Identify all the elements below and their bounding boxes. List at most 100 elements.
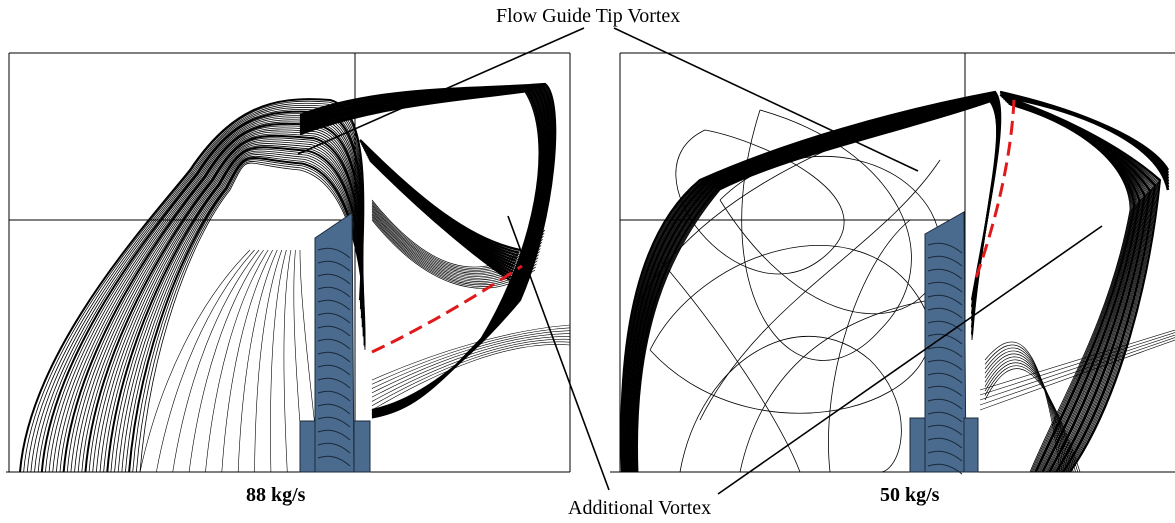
streamline [649, 245, 931, 414]
streamline [359, 139, 521, 252]
streamline [984, 362, 1076, 473]
left-streamline-bundle [19, 82, 571, 473]
streamline [139, 249, 251, 473]
leader-tip-vortex-right [613, 27, 919, 172]
left-vortex-core-line [371, 264, 523, 354]
streamline [371, 216, 537, 286]
streamline [371, 207, 542, 276]
blade-profile [317, 442, 351, 454]
streamline [371, 213, 539, 282]
streamline [984, 350, 1068, 473]
annotation-leader-lines [297, 27, 1103, 495]
streamline [371, 344, 571, 411]
blade-profile [927, 242, 963, 254]
right-panel-50 [610, 52, 1175, 475]
blade-profile [927, 346, 963, 358]
streamline [70, 127, 364, 473]
streamline [979, 329, 1175, 391]
streamline [237, 249, 278, 473]
streamline [92, 139, 364, 473]
streamline [371, 218, 536, 287]
streamline [34, 107, 364, 473]
blade-profile [927, 372, 963, 384]
streamline [74, 129, 364, 473]
streamline [66, 125, 364, 473]
streamline [299, 91, 540, 419]
streamline [62, 122, 364, 473]
blade-profile [927, 359, 963, 371]
streamline [371, 201, 545, 270]
streamline [984, 356, 1072, 473]
flow-guide-tip-vortex-label: Flow Guide Tip Vortex [496, 5, 681, 27]
leader-tip-vortex-left [297, 27, 585, 155]
streamline [40, 110, 364, 473]
left-panel-caption: 88 kg/s [246, 484, 306, 506]
right-panel-caption: 50 kg/s [880, 484, 940, 506]
streamline [371, 202, 544, 271]
streamline [77, 131, 364, 473]
streamline [371, 341, 571, 406]
leader-additional-right [717, 225, 1103, 495]
streamline [984, 347, 1065, 473]
blade-profile [317, 260, 351, 272]
streamline [739, 299, 931, 473]
streamline [45, 113, 363, 473]
streamline [95, 141, 364, 473]
streamline [675, 129, 845, 275]
blade-profile [927, 320, 963, 332]
streamline [55, 119, 363, 473]
streamline [110, 148, 365, 473]
right-vortex-core-line [974, 99, 1016, 279]
streamline [371, 330, 571, 389]
streamline [156, 249, 255, 473]
streamline [679, 335, 902, 473]
streamline [360, 140, 520, 254]
streamline [979, 339, 1175, 411]
streamline [188, 249, 264, 473]
streamline [221, 249, 273, 473]
blade-profile [317, 455, 351, 467]
streamline [1004, 95, 1170, 191]
streamline [828, 219, 911, 473]
blade-profile [927, 255, 963, 267]
blade-profile [317, 377, 351, 389]
blade-profile [317, 429, 351, 441]
blade-profile [317, 390, 351, 402]
left-panel-88 [6, 52, 571, 473]
streamline [979, 332, 1175, 396]
streamline [52, 117, 363, 473]
blade-profile [317, 416, 351, 428]
streamline [360, 142, 519, 257]
blade-profile [317, 286, 351, 298]
streamline [371, 324, 571, 381]
streamline [19, 98, 365, 473]
streamline [172, 249, 260, 473]
streamline [999, 94, 1162, 473]
right-blade-passage [909, 211, 979, 475]
streamline [371, 327, 571, 385]
streamline [984, 368, 1081, 473]
streamline [719, 156, 941, 315]
streamline [984, 359, 1074, 473]
streamline [637, 101, 998, 473]
streamline [639, 119, 901, 301]
streamline [371, 205, 543, 274]
streamline [371, 336, 571, 398]
streamline [30, 104, 364, 473]
streamline [659, 259, 801, 473]
streamline [984, 365, 1079, 473]
blade-profile [927, 463, 963, 475]
leader-additional-left [507, 215, 610, 491]
blade-profile [927, 281, 963, 293]
blade-profile [317, 299, 351, 311]
streamline [88, 137, 364, 473]
blade-profile [317, 364, 351, 376]
streamline [84, 134, 364, 473]
streamline [270, 249, 287, 473]
blade-profile [927, 398, 963, 410]
streamline [114, 150, 365, 473]
blade-profile [927, 385, 963, 397]
streamline [26, 102, 364, 473]
streamline [979, 337, 1175, 406]
